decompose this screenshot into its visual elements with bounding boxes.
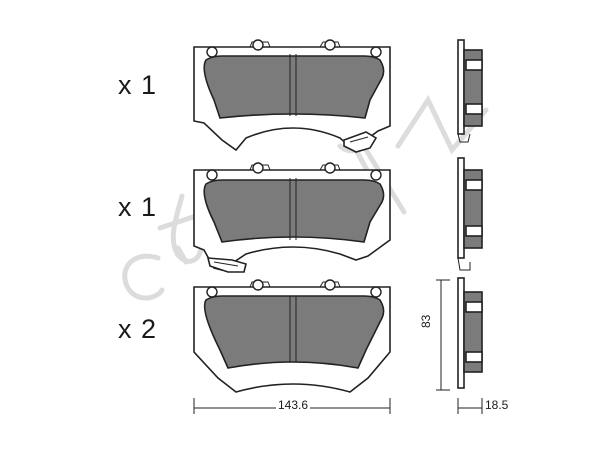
quantity-label-2: x 1 xyxy=(118,192,158,222)
dimension-height xyxy=(436,279,450,391)
dimension-height-label: 83 xyxy=(419,314,433,328)
quantity-label-1: x 1 xyxy=(118,70,158,100)
brake-pad-3 xyxy=(193,279,391,393)
side-view-1 xyxy=(457,39,483,143)
quantity-label-3: x 2 xyxy=(118,314,158,344)
dimension-width-label: 143.6 xyxy=(276,398,311,412)
dimension-thickness xyxy=(457,398,483,414)
side-view-2 xyxy=(457,157,483,271)
brake-pad-2 xyxy=(193,162,391,273)
dimension-thickness-label: 18.5 xyxy=(485,398,509,412)
side-view-3 xyxy=(457,277,483,389)
brake-pad-1 xyxy=(193,39,391,154)
